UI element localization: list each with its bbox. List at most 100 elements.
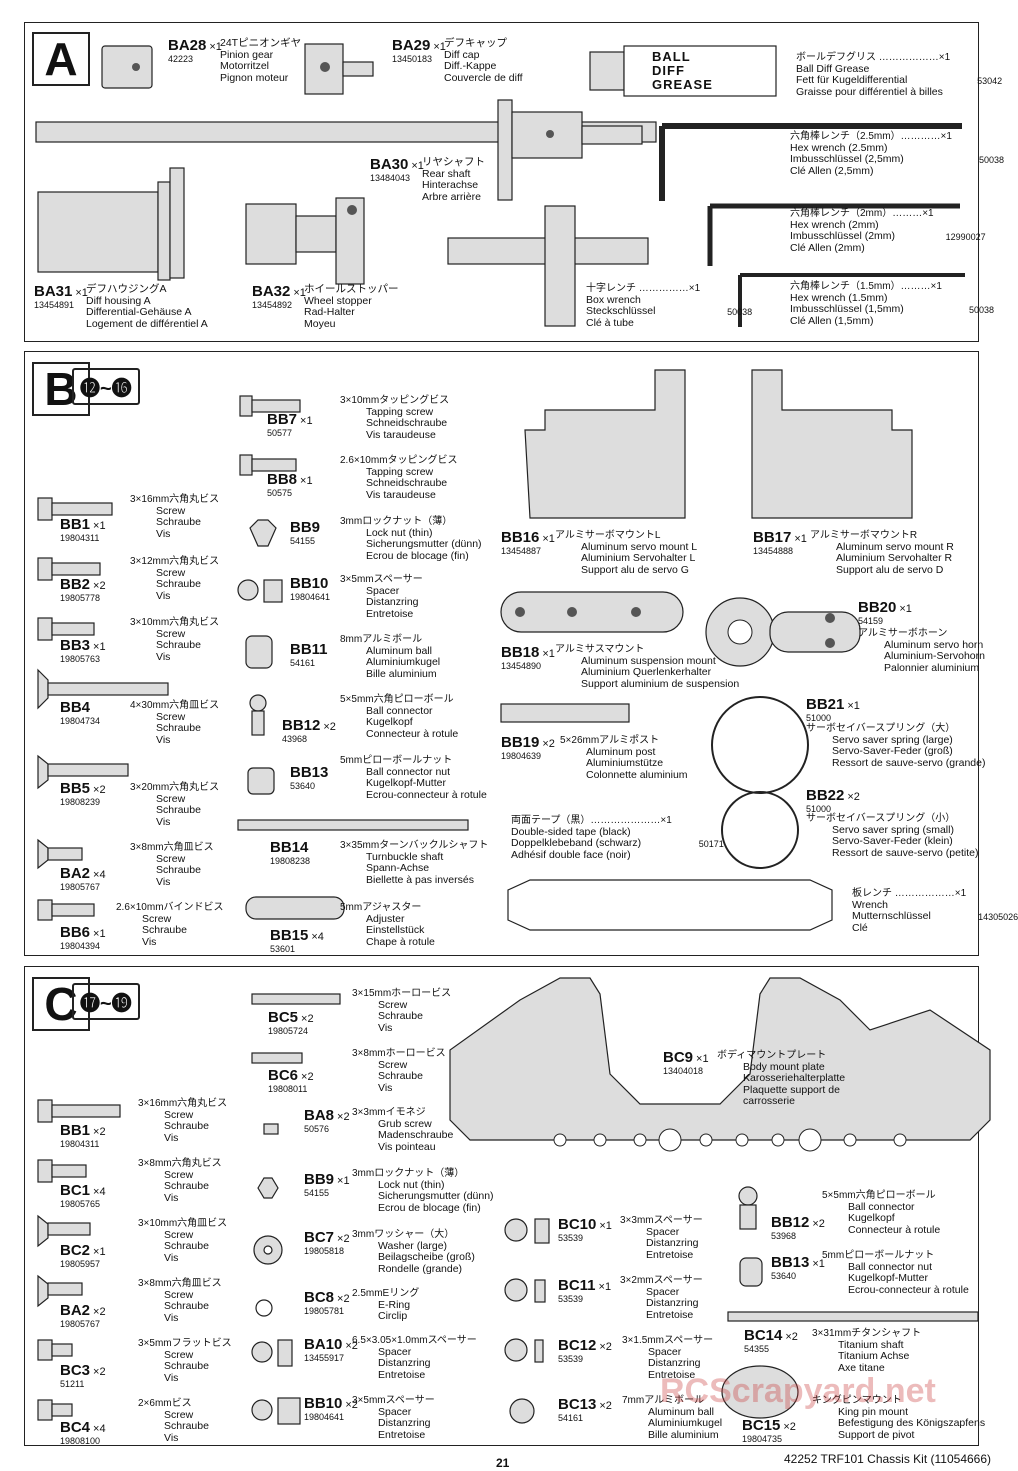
part-jp-name: 3×5mmスペーサー [340,574,423,585]
part-name-line: Diff.-Kappe [444,60,497,73]
part-name-line: Spacer [646,1225,680,1238]
part-name-line: E-Ring [378,1298,411,1311]
part-name-line: Vis [164,1131,179,1144]
part-qty: ×2 [93,784,106,796]
part-code: BB17 [753,529,792,546]
part-jp-name: 3mmワッシャー（大） [352,1229,455,1240]
part-qty: ×2 [93,1126,106,1138]
part-name-line: Entretoise [648,1368,696,1381]
part-jp-name: 3×12mm六角丸ビス [130,556,220,567]
part-header: BC3×2 [60,1363,106,1379]
part-code: BC6 [268,1067,299,1084]
part-name-line: Aluminum ball [366,644,432,657]
part-name-line: Aluminium-Servohorn [884,650,985,663]
part-code: BB3 [60,637,91,654]
part-header: BB19×2 [501,735,555,751]
part-name-line: Vis [164,1311,179,1324]
part-name-line: Servo saver spring (small) [832,823,954,836]
part-header: BB9 [290,520,323,536]
part-header: BB9×1 [304,1172,350,1188]
part-code: BB1 [60,516,91,533]
part-number: 54355 [744,1344,770,1354]
part-header: BB18×1 [501,645,555,661]
part-name-line: Rad-Halter [304,306,355,319]
part-number: 51000 [806,804,832,814]
part-jp-name: 2.5mmEリング [352,1288,420,1299]
kit-title: 42252 TRF101 Chassis Kit (11054666) [784,1452,992,1466]
part-jp-name: 2.6×10mmタッピングビス [340,455,458,466]
part-name-line: Schraube [156,578,201,591]
part-name-line: Schraube [164,1180,209,1193]
part-name-line: Tapping screw [366,405,434,418]
grease-tube-line: DIFF [652,63,685,78]
part-name-line: Vis [164,1251,179,1264]
part-header: BB10×2 [304,1396,358,1412]
part-qty: ×1 [93,641,106,653]
part-name-line: 24Tピニオンギヤ [220,37,302,49]
tool-name-line: Clé à tube [586,316,634,329]
part-jp-name: 3×20mm六角丸ビス [130,782,220,793]
part-code: BB9 [290,519,321,536]
part-jp-name: 3mmロックナット（薄） [352,1168,465,1179]
part-desc-block: 3mmワッシャー（大）Washer (large)Beilagscheibe (… [352,1229,475,1275]
tool-jp-name: 十字レンチ ……………×1 [586,283,701,294]
part-name-line: Ecrou-connecteur à rotule [848,1283,969,1296]
part-qty: ×2 [337,1293,350,1305]
servo-mount-r-drawing [751,369,913,519]
part-name-line: Ball connector nut [848,1260,933,1273]
part-name-line: Spacer [646,1285,680,1298]
part-number: 13454891 [34,300,75,310]
spring-small-drawing [721,791,799,869]
part-jp-name: 3×1.5mmスペーサー [622,1335,714,1346]
part-name-line: Kugelkopf [366,716,413,729]
part-number: 54161 [290,658,316,668]
part-name-line: Screw [378,998,408,1011]
part-code: BB9 [304,1171,335,1188]
part-number: 50577 [267,428,293,438]
part-jp-name: 3×35mmターンバックルシャフト [340,840,489,851]
tool-name-line: Box wrench [586,293,641,306]
part-header: BB20×1 [858,600,912,616]
part-header: BC5×2 [268,1010,314,1026]
section-b [24,351,979,956]
part-header: BB1×1 [60,517,106,533]
part-number: 13454892 [252,300,293,310]
part-name-line: Tapping screw [366,465,434,478]
part-name-line: Schraube [156,639,201,652]
part-name-line: Beilagscheibe (groß) [378,1251,475,1264]
part-header: BB13×1 [771,1255,825,1271]
part-name-line: Vis taraudeuse [366,428,436,441]
part-desc-block: 3mmロックナット（薄）Lock nut (thin)Sicherungsmut… [340,516,482,562]
part-name-line: Vis pointeau [378,1140,436,1153]
part-jp-name: 3mmロックナット（薄） [340,516,453,527]
part-name-line: Motorritzel [220,60,270,73]
part-header: BC10×1 [558,1217,612,1233]
part-number: 53640 [290,781,316,791]
part-code: BC10 [558,1216,597,1233]
part-qty: ×1 [433,41,446,53]
part-qty: ×1 [300,475,313,487]
part-name-line: Kugelkopf-Mutter [848,1272,928,1285]
part-code: BB13 [771,1254,810,1271]
part-code: BB12 [771,1214,810,1231]
part-name-line: Bille aluminium [366,667,437,680]
part-name-line: ホイールストッパー [304,283,399,295]
